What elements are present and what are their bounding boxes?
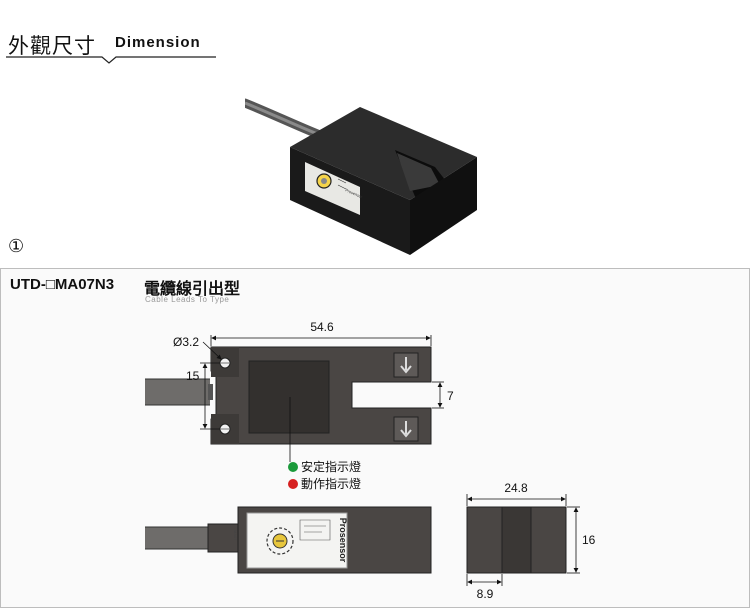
product-label bbox=[246, 512, 348, 569]
section-title-en: Dimension bbox=[115, 34, 201, 51]
stable-indicator-dot bbox=[288, 462, 298, 472]
figure-number: ① bbox=[8, 236, 25, 256]
cable-top bbox=[145, 378, 213, 406]
brand-label: Prosensor bbox=[338, 518, 348, 563]
dim-slot-offset: 8.9 bbox=[477, 587, 494, 601]
dim-depth: 24.8 bbox=[504, 481, 528, 495]
sensitivity-dial bbox=[266, 527, 294, 555]
dim-hole-diameter: Ø3.2 bbox=[173, 335, 199, 349]
dim-length: 54.6 bbox=[310, 320, 334, 334]
down-arrow-icon bbox=[393, 416, 419, 442]
model-code: UTD-□MA07N3 bbox=[10, 276, 115, 293]
cable-type-en: Cable Leads To Type bbox=[145, 295, 230, 304]
operation-indicator-dot bbox=[288, 479, 298, 489]
down-arrow-icon bbox=[393, 352, 419, 378]
dim-height: 16 bbox=[582, 533, 596, 547]
cable-type-zh: 電纜線引出型 bbox=[144, 281, 241, 298]
operation-indicator-label: 動作指示燈 bbox=[301, 476, 361, 491]
product-photo: Prosensor bbox=[245, 98, 477, 255]
cable-front bbox=[145, 523, 241, 553]
title-underline bbox=[6, 56, 216, 64]
section-title-zh: 外觀尺寸 bbox=[8, 35, 96, 58]
dim-hole-pitch: 15 bbox=[186, 369, 200, 383]
stable-indicator-label: 安定指示燈 bbox=[301, 459, 361, 474]
lens-window bbox=[248, 360, 330, 434]
slot-side bbox=[501, 506, 532, 574]
svg-text:MA07: MA07 bbox=[233, 530, 238, 541]
dim-slot-width: 7 bbox=[447, 389, 454, 403]
